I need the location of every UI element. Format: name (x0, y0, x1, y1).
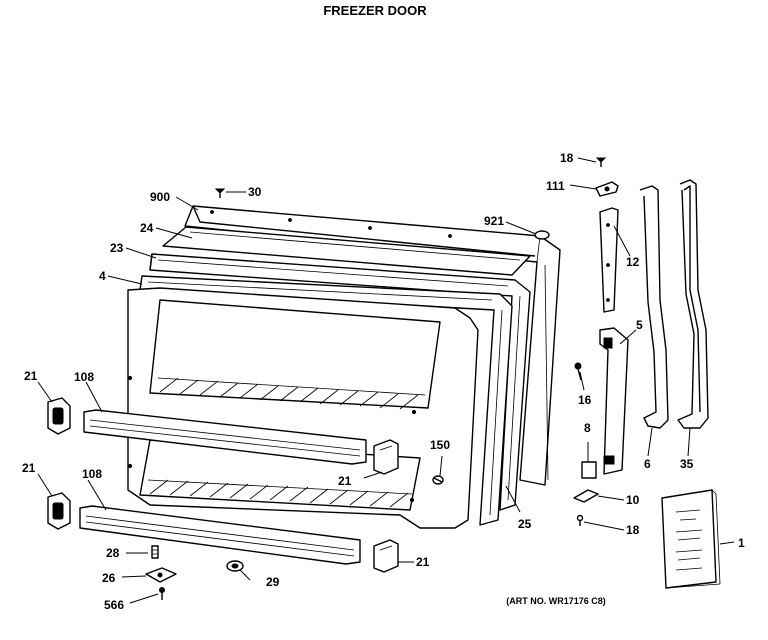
clip-10 (573, 489, 599, 503)
instruction-booklet-1 (661, 489, 721, 589)
end-cap-lower-left (47, 492, 71, 530)
callout-21-lower-right: 21 (416, 555, 430, 569)
callout-4: 4 (99, 269, 106, 283)
callout-21-middle: 21 (338, 474, 352, 488)
callout-921: 921 (484, 214, 504, 228)
callout-28: 28 (106, 546, 120, 560)
callout-21-lower-left: 21 (22, 461, 36, 475)
callout-24: 24 (140, 221, 154, 235)
door-gasket (162, 226, 531, 276)
diagram-title: FREEZER DOOR (323, 3, 427, 18)
screw-18-top (595, 157, 607, 167)
upper-shelf-bar (83, 409, 367, 465)
callout-6: 6 (644, 457, 651, 471)
screw-16 (574, 362, 582, 381)
callout-111: 111 (546, 179, 565, 193)
callout-29: 29 (266, 575, 280, 589)
callout-900: 900 (150, 190, 170, 204)
callout-8: 8 (584, 421, 591, 435)
screw-28 (151, 545, 159, 559)
bracket-26 (145, 567, 177, 583)
door-liner (127, 287, 479, 529)
callout-108-lower: 108 (82, 467, 102, 481)
end-cap-upper-left (47, 397, 71, 435)
screw-566 (159, 587, 165, 600)
callout-16: 16 (578, 393, 592, 407)
art-number: (ART NO. WR17176 C8) (506, 596, 606, 606)
callout-12: 12 (626, 255, 640, 269)
callout-30: 30 (248, 185, 262, 199)
callout-35: 35 (680, 457, 694, 471)
callout-1: 1 (738, 536, 745, 550)
door-handle-35 (677, 179, 709, 429)
callout-5: 5 (636, 318, 643, 332)
callout-18-bottom: 18 (626, 523, 640, 537)
callout-18-top: 18 (560, 151, 574, 165)
inner-door-frame (149, 253, 531, 511)
screw-30 (214, 188, 226, 198)
end-cap-lower-right (373, 539, 399, 573)
door-handle-6 (639, 185, 669, 429)
stop-29 (226, 560, 244, 572)
hinge-bar-12 (599, 207, 619, 313)
callout-150: 150 (430, 438, 450, 452)
screw-18-bottom (576, 514, 584, 526)
block-8 (581, 461, 597, 479)
callout-10: 10 (626, 493, 640, 507)
lower-shelf-bar (79, 505, 361, 565)
bumper-150 (432, 475, 444, 485)
bracket-111 (595, 181, 619, 197)
end-cap-upper-right (373, 439, 399, 475)
callout-21-upper-left: 21 (24, 369, 38, 383)
callout-23: 23 (110, 241, 124, 255)
hinge-bracket-5 (599, 327, 629, 475)
callout-566: 566 (104, 598, 124, 612)
callout-25: 25 (518, 517, 532, 531)
callout-labels: 900 30 24 23 4 21 108 21 108 28 26 566 2… (22, 151, 745, 612)
callout-26: 26 (102, 571, 116, 585)
callout-108-upper: 108 (74, 370, 94, 384)
leader-lines (37, 157, 735, 604)
plug-921 (534, 230, 550, 240)
